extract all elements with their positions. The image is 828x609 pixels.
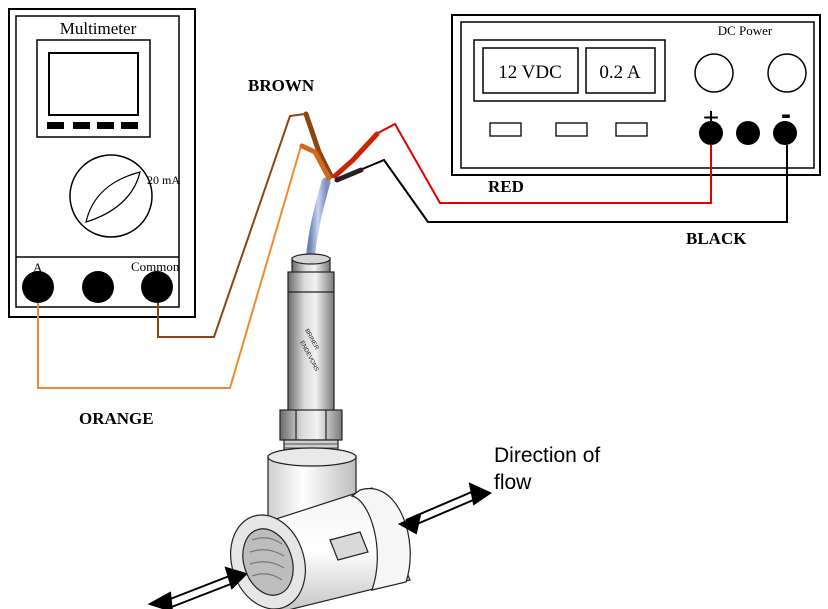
- display-segment: [97, 122, 114, 129]
- display-segment: [47, 122, 64, 129]
- current-readout-box: [585, 47, 656, 94]
- terminal-common-label: Common: [131, 259, 180, 274]
- power-supply-title: DC Power: [718, 23, 773, 38]
- selector-dial[interactable]: [69, 154, 153, 238]
- flow-arrow-right-icon: [397, 482, 493, 535]
- display-segment: [73, 122, 90, 129]
- dial-setting-label: 20 mA: [147, 173, 180, 187]
- flow-direction-arrows: Direction of flow: [147, 444, 600, 609]
- flow-sensor: BRINER ENDEVONS: [230, 253, 411, 609]
- multimeter-title: Multimeter: [60, 19, 137, 38]
- red-wire-label: RED: [488, 177, 524, 196]
- front-panel-button[interactable]: [555, 122, 588, 137]
- positive-terminal-symbol: +: [703, 102, 719, 133]
- black-wire-label: BLACK: [686, 229, 747, 248]
- multimeter-display-screen: [48, 52, 139, 116]
- flow-direction-label-line1: Direction of: [494, 444, 600, 467]
- red-wire-insulation: [332, 131, 380, 179]
- flow-arrow-left-icon: [147, 566, 248, 609]
- pvc-tee-collar: [329, 531, 369, 561]
- positive-terminal[interactable]: [699, 121, 723, 145]
- voltage-readout-box: [482, 47, 579, 94]
- negative-terminal-symbol: -: [781, 98, 791, 131]
- front-panel-button[interactable]: [489, 122, 522, 137]
- display-segment: [121, 122, 138, 129]
- orange-wire-label: ORANGE: [79, 409, 154, 428]
- voltage-readout: 12 VDC: [498, 62, 562, 83]
- current-adjust-knob[interactable]: [767, 53, 807, 93]
- orange-wire-insulation: [299, 143, 332, 181]
- socket-thread-icon: [249, 537, 285, 581]
- terminal-a-jack[interactable]: [22, 271, 54, 303]
- ground-terminal[interactable]: [736, 121, 760, 145]
- terminal-a-label: A: [33, 260, 43, 275]
- front-panel-button[interactable]: [615, 122, 648, 137]
- terminal-middle-jack[interactable]: [82, 271, 114, 303]
- sensor-cable-jacket: [305, 177, 331, 267]
- sensor-top-cap: [291, 253, 331, 265]
- black-wire-insulation: [334, 167, 364, 183]
- multimeter: Multimeter 20 mA A Common: [8, 8, 196, 318]
- brown-wire-label: BROWN: [248, 76, 315, 95]
- dc-power-supply: DC Power 12 VDC 0.2 A + -: [451, 14, 821, 176]
- pvc-tee-branch-top: [267, 447, 357, 467]
- flow-direction-label-line2: flow: [494, 471, 532, 494]
- voltage-adjust-knob[interactable]: [694, 53, 734, 93]
- negative-terminal[interactable]: [773, 121, 797, 145]
- selector-dial-pointer-icon: [85, 171, 141, 223]
- brown-wire-insulation: [303, 111, 334, 179]
- terminal-common-jack[interactable]: [141, 271, 173, 303]
- pvc-tee-run-right-end: [350, 487, 411, 591]
- current-readout: 0.2 A: [599, 62, 640, 83]
- sensor-hex-nut: [279, 409, 343, 441]
- sensor-body-tube: [287, 271, 335, 413]
